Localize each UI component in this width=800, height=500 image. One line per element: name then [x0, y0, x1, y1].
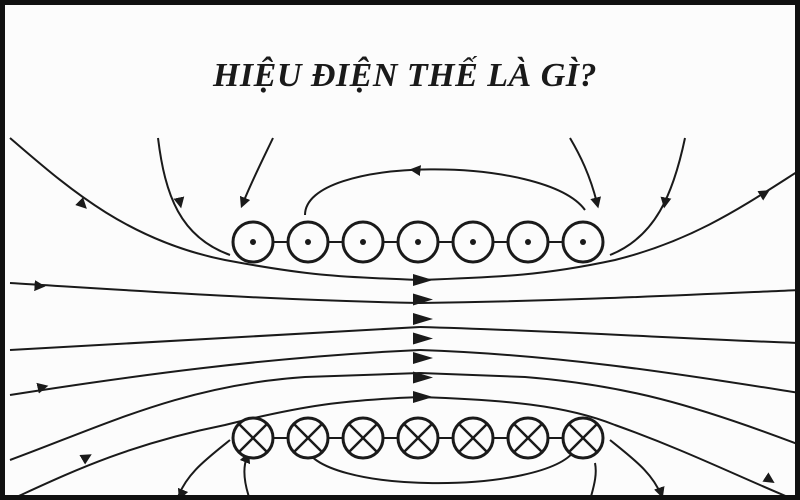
conductor-dot: [341, 220, 385, 264]
conductor-dot: [286, 220, 330, 264]
field-line: [9, 282, 421, 304]
field-line: [569, 137, 602, 209]
inner-arrow: [413, 293, 433, 306]
field-line: [304, 444, 576, 485]
conductor-dot: [396, 220, 440, 264]
field-line: [419, 372, 795, 445]
field-line: [762, 472, 775, 483]
field-line: [609, 439, 663, 495]
bottom-conductor-row: [231, 416, 605, 460]
field-line: [419, 396, 786, 495]
conductor-dot: [451, 220, 495, 264]
inner-arrow: [413, 313, 433, 325]
conductor-cross: [451, 416, 495, 460]
field-line: [9, 326, 421, 351]
inner-arrow: [413, 352, 433, 364]
field-line: [177, 439, 231, 495]
field-line: [304, 168, 586, 216]
field-line: [79, 454, 92, 465]
field-line: [609, 137, 686, 256]
conductor-cross: [341, 416, 385, 460]
inner-arrow: [413, 391, 433, 403]
field-line: [18, 396, 421, 495]
field-line: [419, 349, 795, 394]
field-line: [419, 172, 795, 281]
field-line: [157, 137, 231, 256]
conductor-dot: [506, 220, 550, 264]
field-line: [9, 137, 421, 281]
field-line: [590, 462, 597, 495]
field-lines: [9, 137, 795, 495]
field-line: [9, 372, 421, 461]
conductor-cross: [396, 416, 440, 460]
field-line: [419, 289, 795, 304]
conductor-cross: [506, 416, 550, 460]
conductor-cross: [561, 416, 605, 460]
field-line: [239, 137, 274, 209]
conductor-cross: [231, 416, 275, 460]
top-conductor-row: [231, 220, 605, 264]
field-line: [419, 326, 795, 344]
page-title: HIỆU ĐIỆN THẾ LÀ GÌ?: [212, 57, 598, 94]
conductor-dot: [231, 220, 275, 264]
field-line: [9, 349, 421, 396]
inner-arrows: [413, 274, 433, 403]
inner-arrow: [413, 371, 433, 384]
field-line: [239, 451, 251, 495]
field-line: [173, 196, 185, 209]
inner-arrow: [413, 274, 433, 286]
conductor-cross: [286, 416, 330, 460]
conductor-dot: [561, 220, 605, 264]
field-diagram: [9, 137, 795, 495]
inner-arrow: [413, 332, 433, 345]
